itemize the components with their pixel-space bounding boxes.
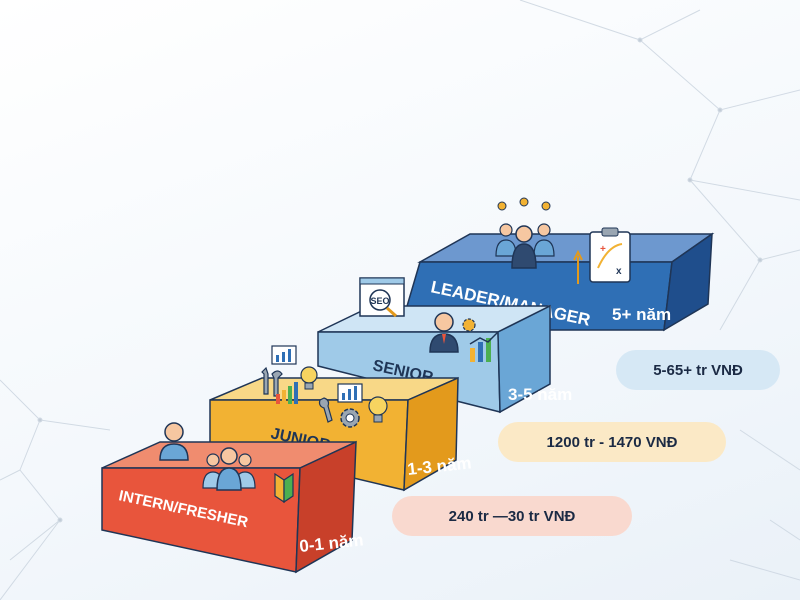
leadership-team-icon <box>495 197 555 269</box>
manager-icon <box>429 312 459 353</box>
growth-bars-icon <box>276 382 298 404</box>
seo-label: SEO <box>370 296 389 306</box>
seo-search-icon: SEO <box>359 277 405 318</box>
lightbulb-idea-icon <box>368 396 388 423</box>
step-leader-years: 5+ năm <box>612 305 671 324</box>
salary-pill-intern: 240 tr —30 tr VNĐ <box>392 496 632 536</box>
strategy-board-icon: + x <box>589 227 631 283</box>
gear-icon <box>340 408 360 428</box>
step-senior-years: 3-5 năm <box>508 385 572 404</box>
salary-junior: 1200 tr - 1470 VNĐ <box>546 433 678 451</box>
monitor-chart-icon <box>337 383 363 403</box>
wrench-icon <box>318 397 333 423</box>
chart-icon <box>271 345 297 365</box>
salary-intern: 240 tr —30 tr VNĐ <box>448 507 576 525</box>
beginner-badge-icon <box>274 472 294 504</box>
svg-text:x: x <box>616 266 622 277</box>
growth-chart-icon <box>469 331 499 362</box>
small-gear-icon <box>462 318 476 332</box>
user-icon <box>159 422 189 461</box>
lightbulb-icon <box>300 366 318 390</box>
team-icon <box>202 447 256 491</box>
svg-text:+: + <box>600 244 606 255</box>
salary-senior: 5-65+ tr VNĐ <box>653 361 743 379</box>
salary-pill-senior: 5-65+ tr VNĐ <box>616 350 780 390</box>
salary-pill-junior: 1200 tr - 1470 VNĐ <box>498 422 726 462</box>
up-arrows-icon <box>573 249 583 284</box>
